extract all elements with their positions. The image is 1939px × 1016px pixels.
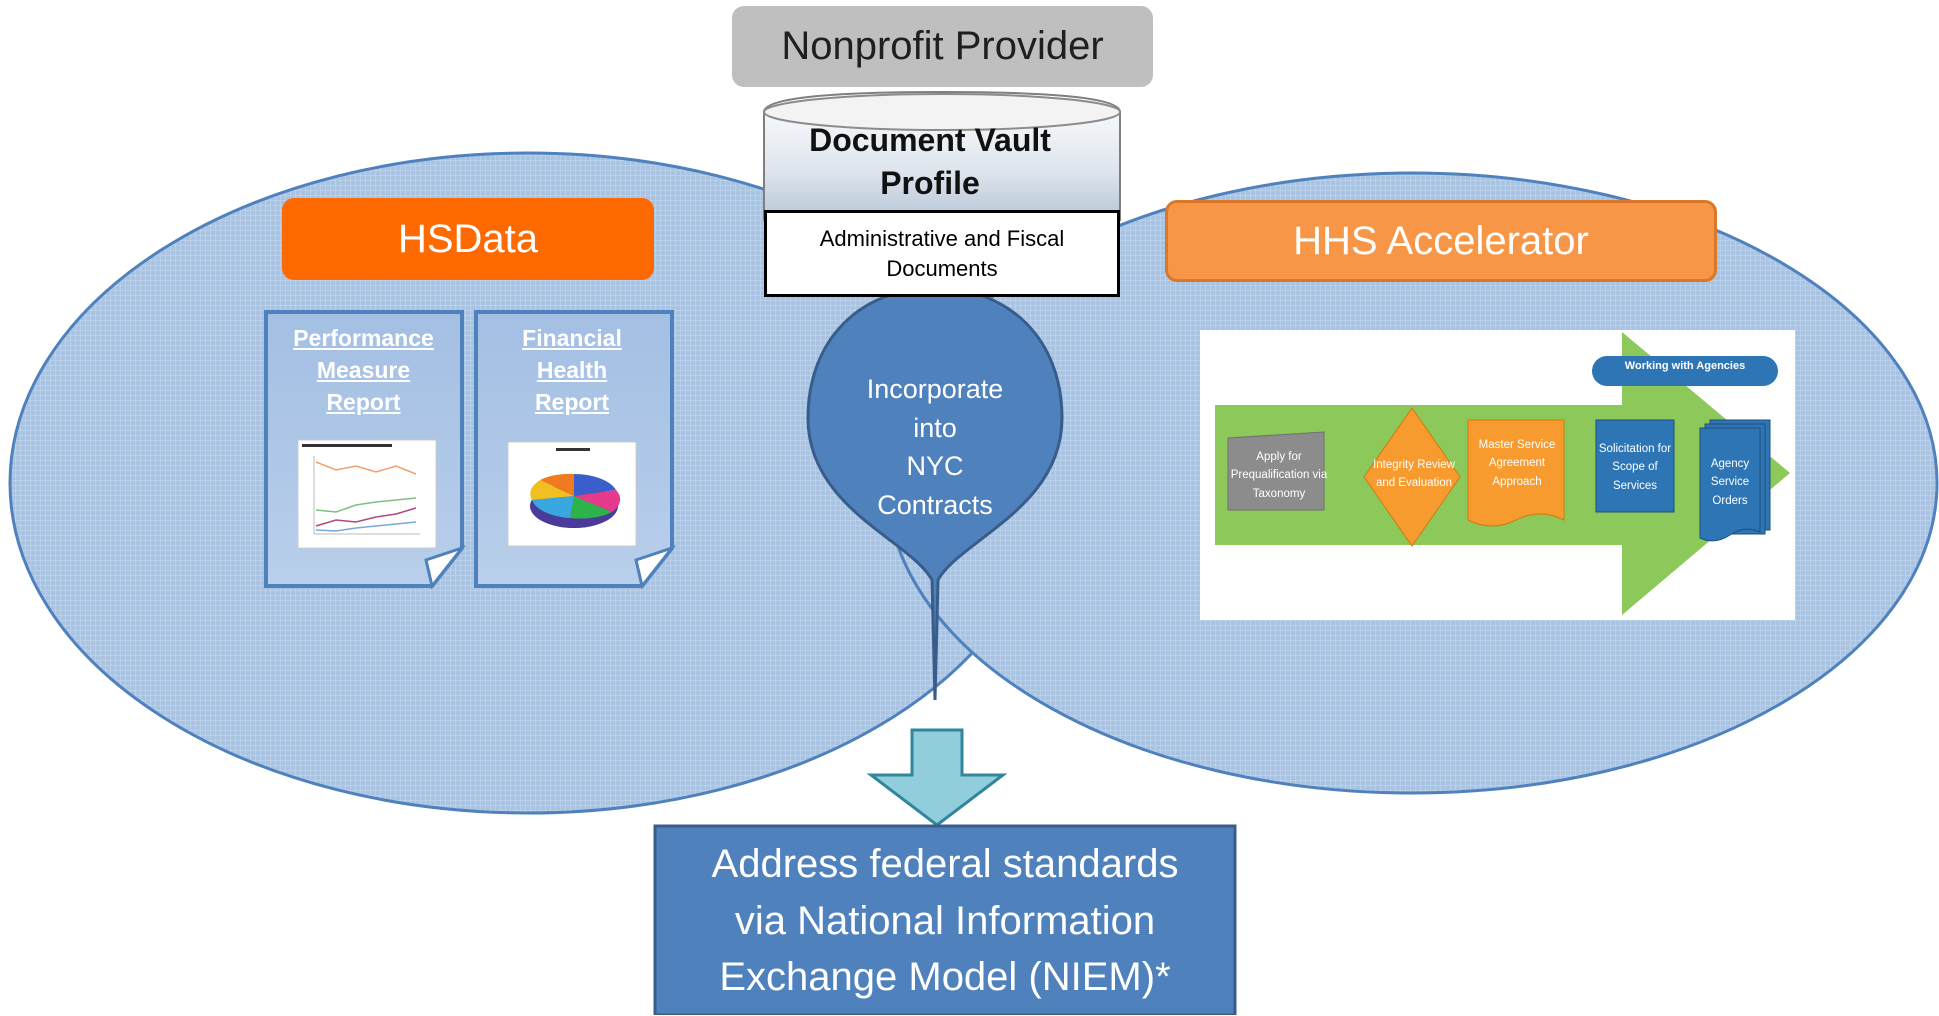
step-master-service-label: Master Service Agreement Approach <box>1478 439 1556 488</box>
step-solicitation <box>1595 419 1675 513</box>
step-apply <box>1227 431 1325 511</box>
document-vault-cylinder-top <box>763 93 1121 131</box>
financial-health-report-link[interactable]: Financial Health Report <box>522 325 622 416</box>
step-master-service <box>1467 419 1565 527</box>
incorporate-pin <box>806 286 1064 701</box>
down-arrow <box>866 728 1008 827</box>
step-apply-label: Apply for Prequalification via Taxonomy <box>1230 451 1328 500</box>
hhs-accelerator-label: HHS Accelerator <box>1165 200 1717 282</box>
hsdata-label: HSData <box>282 198 654 280</box>
working-with-agencies-banner <box>1592 356 1778 386</box>
working-with-agencies-label: Working with Agencies <box>1624 360 1746 372</box>
step-integrity-label: Integrity Review and Evaluation <box>1373 459 1455 490</box>
admin-fiscal-documents-box: Administrative and Fiscal Documents <box>764 210 1120 297</box>
step-solicitation-label: Solicitation for Scope of Services <box>1598 443 1672 492</box>
hhs-accelerator-flow-image <box>1200 330 1795 620</box>
niem-outcome-label: Address federal standards via National I… <box>711 841 1179 1000</box>
performance-measure-report-link[interactable]: Performance Measure Report <box>293 325 434 416</box>
step-agency-service-label: Agency Service Orders <box>1710 458 1750 507</box>
nonprofit-provider-label: Nonprofit Provider <box>732 6 1153 87</box>
step-agency-service <box>1699 427 1761 542</box>
step-integrity <box>1363 407 1461 547</box>
niem-outcome-box <box>653 824 1237 1015</box>
document-vault-title: Document Vault Profile <box>809 121 1051 201</box>
incorporate-label: Incorporate into NYC Contracts <box>866 374 1004 520</box>
pie-chart-thumbnail <box>507 441 637 547</box>
line-chart-thumbnail <box>297 439 437 549</box>
